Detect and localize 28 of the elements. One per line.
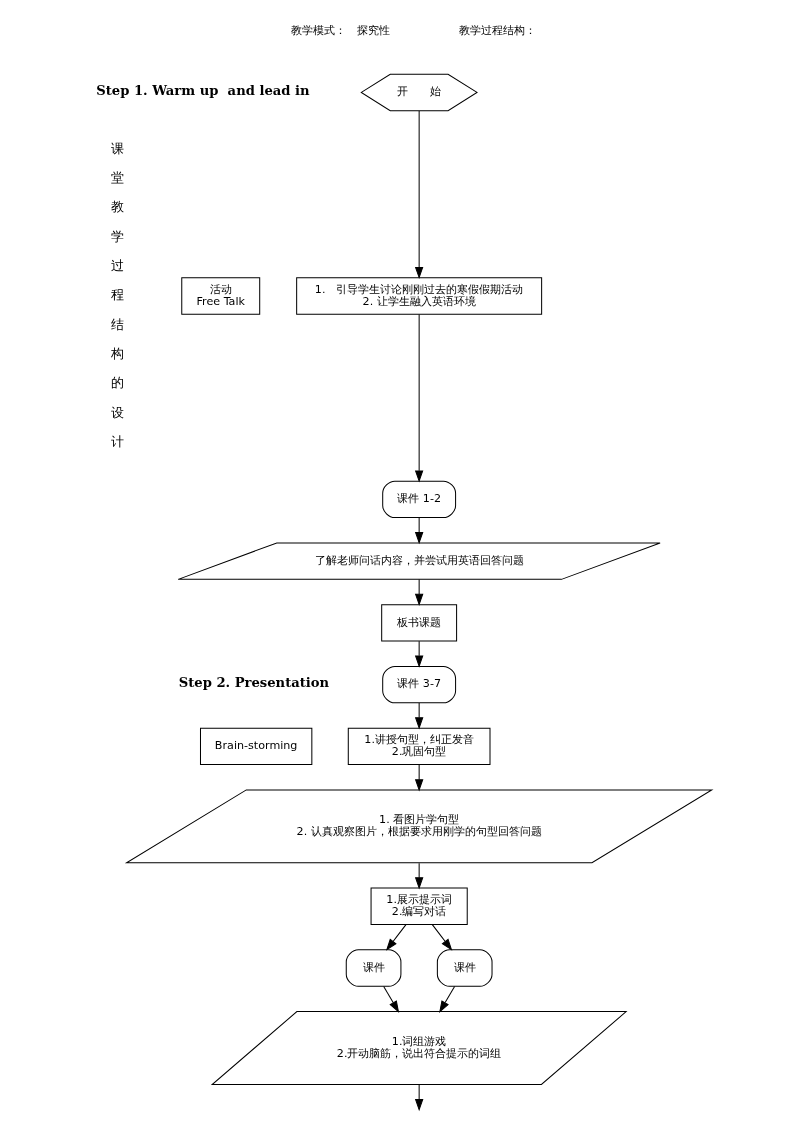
arrow bbox=[414, 578, 424, 606]
label: Step 1. Warm up and lead in bbox=[96, 82, 310, 98]
arrow bbox=[414, 110, 424, 280]
arrow bbox=[414, 702, 424, 730]
label: 教学过程结构： bbox=[458, 23, 536, 37]
arrow bbox=[414, 640, 424, 668]
node-box: 课件 bbox=[436, 949, 493, 987]
node-box: Brain-storming bbox=[200, 727, 313, 766]
arrow bbox=[414, 517, 424, 545]
node-box: 1.讲授句型，纠正发音 2.巩固句型 bbox=[347, 727, 491, 766]
arrow bbox=[431, 924, 453, 951]
arrow bbox=[385, 924, 407, 951]
arrow bbox=[383, 985, 400, 1013]
node-box: 1.展示提示词 2.编写对话 bbox=[370, 887, 468, 926]
node-box: 课件 1-2 bbox=[382, 480, 457, 519]
node-box: 1. 引导学生讨论刚刚过去的寒假假期活动 2. 让学生融入英语环境 bbox=[296, 277, 543, 315]
label: Step 2. Presentation bbox=[178, 675, 330, 691]
node-box: 课件 bbox=[345, 949, 402, 987]
arrow bbox=[414, 764, 424, 792]
arrow bbox=[414, 1084, 424, 1112]
node-box: 活动 Free Talk bbox=[181, 277, 261, 315]
node-box: 课件 3-7 bbox=[382, 665, 457, 704]
arrow bbox=[414, 862, 424, 890]
arrow bbox=[439, 985, 456, 1013]
arrow bbox=[414, 313, 424, 483]
label: 课堂教学过程结构的设计 bbox=[110, 140, 124, 450]
node-box: 板书课题 bbox=[381, 604, 458, 642]
label: 教学模式： 探究性 bbox=[290, 23, 390, 37]
